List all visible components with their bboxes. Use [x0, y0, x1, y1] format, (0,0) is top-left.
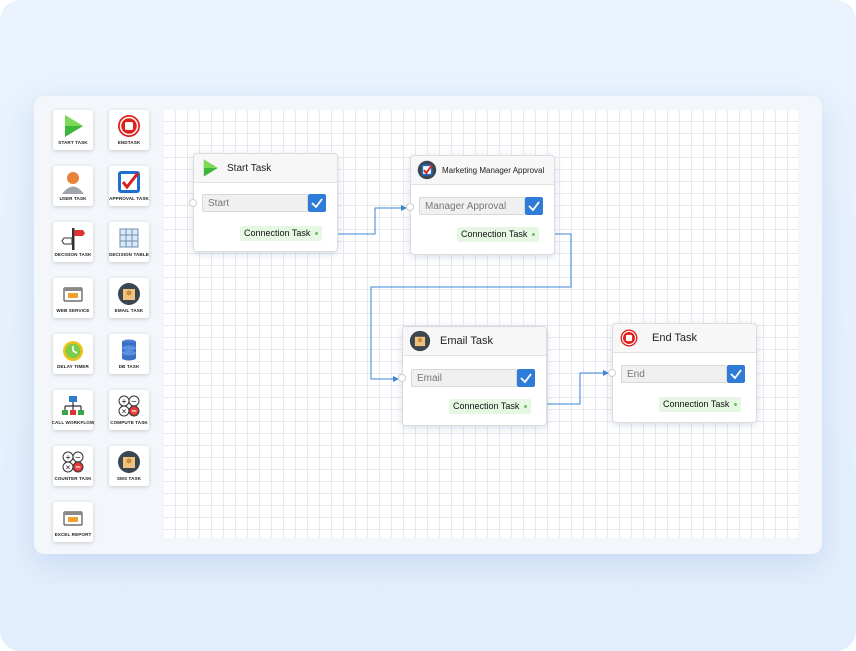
node-title: Start Task [227, 162, 272, 174]
palette-item-approval-task[interactable]: APPROVAL TASK [109, 166, 149, 206]
approval-check-icon [118, 171, 140, 193]
palette-item-label: COUNTER TASK [54, 476, 92, 481]
confirm-checkbox[interactable] [727, 365, 745, 383]
connection-label: Connection Task [244, 228, 311, 238]
palette-item-email-task[interactable]: EMAIL TASK [109, 278, 149, 318]
svg-text:=: = [75, 464, 81, 472]
node-name-input[interactable]: Email [411, 369, 517, 387]
palette-item-label: USER TASK [59, 196, 87, 201]
checkmark-icon [730, 369, 742, 380]
email-icon [409, 330, 431, 352]
signpost-icon [61, 228, 85, 250]
svg-text:×: × [65, 464, 71, 472]
input-port[interactable] [608, 369, 616, 377]
node-title: Marketing Manager Approval [442, 165, 545, 175]
connection-dot-icon [532, 233, 536, 236]
palette-item-web-service[interactable]: WEB SERVICE [53, 278, 93, 318]
connection-dot-icon [315, 232, 319, 235]
palette-item-compute-task[interactable]: + − × = COMPUTE TASK [109, 390, 149, 430]
confirm-checkbox[interactable] [308, 194, 326, 212]
palette-item-call-workflow[interactable]: CALL WORKFLOW [51, 390, 95, 430]
svg-text:+: + [65, 454, 71, 462]
table-icon [119, 228, 139, 248]
node-header[interactable]: End Task [613, 324, 756, 353]
svg-text:−: − [75, 454, 81, 462]
palette-item-label: EXCEL REPORT [54, 532, 92, 537]
user-icon [62, 172, 84, 194]
svg-text:−: − [131, 398, 137, 406]
svg-text:=: = [131, 408, 137, 416]
palette-item-label: DB TASK [118, 364, 140, 369]
node-title: End Task [652, 332, 698, 344]
node-title: Email Task [440, 335, 493, 347]
svg-text:+: + [121, 398, 127, 406]
palette-item-label: COMPUTE TASK [110, 420, 148, 425]
node-end-task[interactable]: End Task End Connection Task [612, 323, 757, 423]
workflow-icon [62, 396, 84, 415]
counter-icon: + − × = [62, 451, 84, 473]
node-email-task[interactable]: Email Task Email Connection Task [402, 326, 547, 426]
timer-icon [63, 341, 83, 361]
connection-label: Connection Task [453, 401, 520, 411]
database-icon [122, 339, 136, 361]
palette-item-end-task[interactable]: ENDTASK [109, 110, 149, 150]
email-icon [118, 283, 140, 305]
connection-dot-icon [734, 403, 738, 406]
excel-report-icon [63, 511, 83, 526]
palette-item-start-task[interactable]: START TASK [53, 110, 93, 150]
connection-task-button[interactable]: Connection Task [457, 227, 540, 242]
stop-icon [118, 115, 140, 137]
stop-icon [620, 329, 638, 347]
play-icon [203, 159, 218, 177]
node-start-task[interactable]: Start Task Start Connection Task [193, 153, 338, 252]
connection-label: Connection Task [663, 399, 730, 409]
node-name-input[interactable]: Start [202, 194, 308, 212]
input-port[interactable] [189, 199, 197, 207]
node-name-input[interactable]: Manager Approval [419, 197, 525, 215]
compute-icon: + − × = [118, 395, 140, 417]
play-icon [65, 115, 83, 137]
palette-item-label: DECISION TASK [54, 252, 92, 257]
sms-icon [118, 451, 140, 473]
palette-item-label: WEB SERVICE [56, 308, 90, 313]
input-port[interactable] [398, 374, 406, 382]
confirm-checkbox[interactable] [517, 369, 535, 387]
checkmark-icon [311, 198, 323, 209]
checkmark-icon [528, 201, 540, 212]
palette-item-label: EMAIL TASK [114, 308, 144, 313]
node-approval-task[interactable]: Marketing Manager Approval Manager Appro… [410, 155, 555, 255]
palette-item-label: SMS TASK [116, 476, 142, 481]
connection-label: Connection Task [461, 229, 528, 239]
task-palette: START TASK ENDTASK USER TASK APPROVAL TA… [48, 108, 158, 544]
web-service-icon [63, 287, 83, 302]
confirm-checkbox[interactable] [525, 197, 543, 215]
checkmark-icon [520, 373, 532, 384]
input-port[interactable] [406, 203, 414, 211]
palette-item-excel-report[interactable]: EXCEL REPORT [53, 502, 93, 542]
node-header[interactable]: Start Task [194, 154, 337, 183]
palette-item-user-task[interactable]: USER TASK [53, 166, 93, 206]
palette-item-counter-task[interactable]: + − × = COUNTER TASK [53, 446, 93, 486]
node-name-input[interactable]: End [621, 365, 727, 383]
palette-item-label: APPROVAL TASK [109, 196, 149, 201]
palette-item-label: ENDTASK [117, 140, 141, 145]
node-header[interactable]: Email Task [403, 327, 546, 356]
connection-task-button[interactable]: Connection Task [449, 399, 532, 414]
palette-item-db-task[interactable]: DB TASK [109, 334, 149, 374]
connection-dot-icon [524, 405, 528, 408]
palette-item-decision-table[interactable]: DECISION TABLE [109, 222, 149, 262]
palette-item-delay-timer[interactable]: DELAY TIMER [53, 334, 93, 374]
svg-text:×: × [121, 408, 127, 416]
palette-item-sms-task[interactable]: SMS TASK [109, 446, 149, 486]
connection-task-button[interactable]: Connection Task [240, 226, 323, 241]
palette-item-label: DELAY TIMER [57, 364, 89, 369]
node-header[interactable]: Marketing Manager Approval [411, 156, 554, 185]
palette-item-label: DECISION TABLE [109, 252, 149, 257]
palette-item-decision-task[interactable]: DECISION TASK [53, 222, 93, 262]
palette-item-label: CALL WORKFLOW [51, 420, 95, 425]
palette-item-label: START TASK [58, 140, 88, 145]
approval-check-icon [417, 160, 437, 180]
connection-task-button[interactable]: Connection Task [659, 397, 742, 412]
